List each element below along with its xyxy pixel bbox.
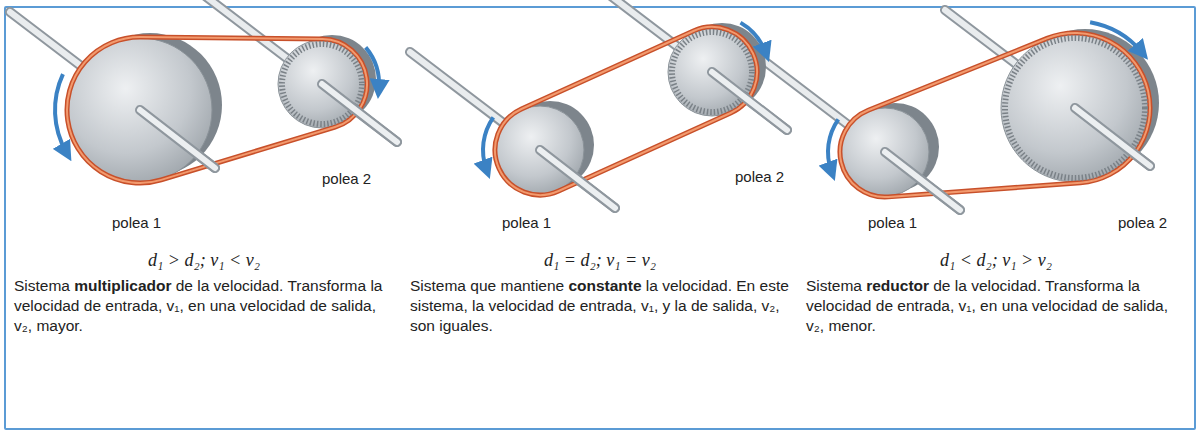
rotation-arrow (741, 23, 766, 53)
rotation-arrow (55, 74, 66, 152)
pulley-name: polea 1 (112, 214, 161, 231)
shaft (322, 84, 397, 142)
shaft (140, 110, 215, 168)
belt (67, 37, 367, 183)
shaft (322, 84, 397, 142)
pulley-name: polea 2 (735, 168, 784, 185)
shaft (712, 72, 787, 130)
description-text: Sistema (14, 277, 70, 294)
rotation-arrow (366, 47, 379, 89)
pulley-name: polea 2 (1118, 214, 1167, 231)
pulley-name: polea 1 (868, 214, 917, 231)
shaft (1075, 108, 1150, 166)
formula: d₁ > d₂; v₁ < v₂ (14, 250, 394, 271)
belt (495, 27, 757, 195)
shaft (540, 150, 615, 208)
pulley-name: polea 2 (322, 170, 371, 187)
formula: d₁ = d₂; v₁ = v₂ (410, 250, 790, 271)
shaft (540, 150, 615, 208)
bold-term: multiplicador (74, 277, 171, 294)
shaft (885, 152, 960, 210)
formula: d₁ < d₂; v₁ > v₂ (806, 250, 1186, 271)
shaft (712, 72, 787, 130)
description: Sistemareductorde la velocidad. Transfor… (806, 276, 1186, 336)
rotation-arrow (1090, 22, 1142, 52)
bold-term: reductor (866, 277, 929, 294)
shaft (1075, 108, 1150, 166)
belt (840, 33, 1150, 197)
rotation-arrow (828, 119, 838, 171)
belt (495, 27, 757, 195)
rotation-arrow (483, 117, 493, 169)
shaft (140, 110, 215, 168)
description: Sistemamultiplicadorde la velocidad. Tra… (14, 276, 394, 336)
pulley-name: polea 1 (502, 214, 551, 231)
shaft (885, 152, 960, 210)
description-text: Sistema que mantiene (410, 277, 564, 294)
belt (67, 37, 367, 183)
belt (840, 33, 1150, 197)
bold-term: constante (568, 277, 641, 294)
description: Sistema que mantieneconstantela velocida… (410, 276, 790, 336)
description-text: Sistema (806, 277, 862, 294)
